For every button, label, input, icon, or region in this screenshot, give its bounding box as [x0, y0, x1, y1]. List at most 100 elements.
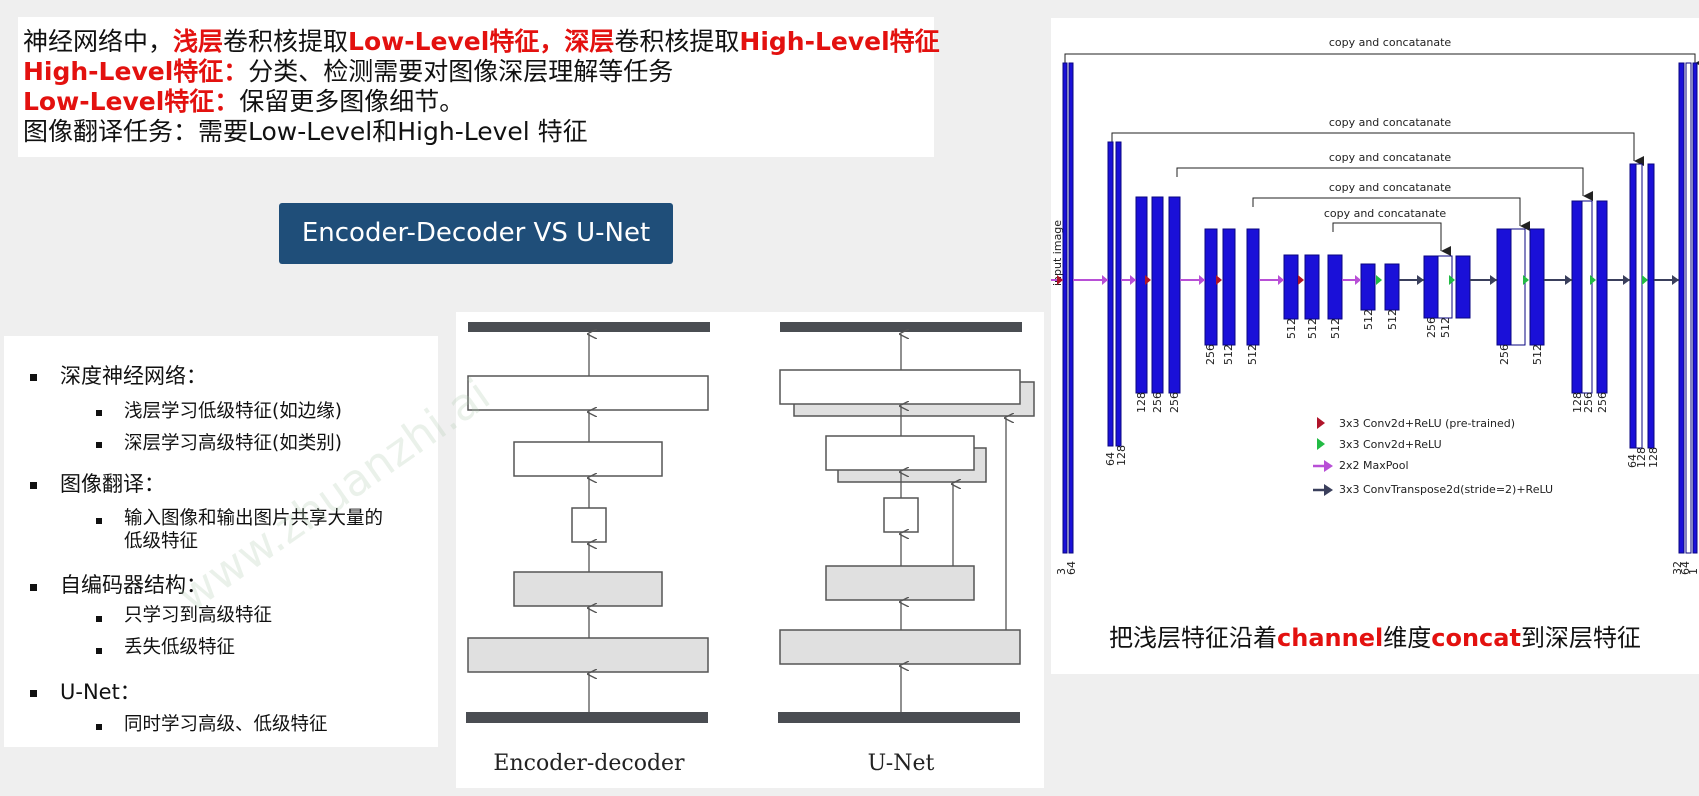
- intro-highlight: High-Level特征：: [23, 57, 249, 86]
- channel-label: 512: [1362, 309, 1375, 330]
- input-image-label: input image: [1051, 220, 1064, 286]
- intro-highlight: High-Level特征: [739, 27, 940, 56]
- input-bar: [778, 712, 1020, 723]
- intro-text: 保留更多图像细节。: [239, 87, 465, 116]
- sub-bullet-item: 深层学习高级特征(如类别): [124, 433, 342, 454]
- intro-highlight: Low-Level特征：: [23, 87, 240, 116]
- channel-label: 128: [1115, 445, 1128, 466]
- legend-label: 3x3 Conv2d+ReLU: [1339, 438, 1442, 451]
- decoder-block: [779, 369, 1021, 405]
- output-bar: [468, 322, 710, 332]
- sub-bullet-item: 低级特征: [124, 531, 199, 552]
- unet-architecture-figure: copy and concatanate copy and concatanat…: [1051, 18, 1699, 674]
- copy-concat-label: copy and concatanate: [1329, 151, 1452, 164]
- channel-label: 64: [1679, 561, 1692, 575]
- channel-label: 256: [1498, 344, 1511, 365]
- unet-label: U-Net: [868, 751, 935, 776]
- sub-bullet-item: 输入图像和输出图片共享大量的: [124, 508, 384, 529]
- copy-concat-label: copy and concatanate: [1329, 116, 1452, 129]
- encoder-block: [779, 629, 1021, 665]
- output-bar: [780, 322, 1022, 332]
- channel-label: 512: [1222, 344, 1235, 365]
- skip-connections: [1064, 53, 1699, 256]
- intro-text: 分类、检测需要对图像深层理解等任务: [248, 57, 674, 86]
- caption-highlight: channel: [1277, 624, 1384, 652]
- intro-highlight: 深层: [564, 27, 615, 56]
- intro-line-3: Low-Level特征：保留更多图像细节。: [23, 87, 464, 117]
- channel-label: 256: [1582, 392, 1595, 413]
- flow-arrowheads: [1057, 275, 1679, 285]
- bullet-item: 自编码器结构：: [60, 573, 207, 597]
- channel-label: 128: [1135, 392, 1148, 413]
- channel-labels: 3 64 64 128 128 256 256 256 512 512 512 …: [1055, 309, 1699, 575]
- bullet-marker: [96, 518, 102, 524]
- sub-bullet-item: 只学习到高级特征: [124, 605, 273, 626]
- legend-swatch-transpose: [1324, 484, 1333, 496]
- bottleneck-block: [883, 497, 919, 533]
- bottleneck-block: [571, 507, 607, 543]
- intro-text: 卷积核提取: [223, 27, 349, 56]
- channel-label: 32: [1671, 561, 1684, 575]
- channel-label: 256: [1151, 392, 1164, 413]
- channel-label: 64: [1065, 561, 1078, 575]
- unet-architecture-svg: copy and concatanate copy and concatanat…: [1051, 36, 1699, 575]
- legend-swatch-pretrained: [1317, 417, 1325, 429]
- channel-label: 512: [1285, 318, 1298, 339]
- legend-swatch-conv: [1317, 438, 1325, 450]
- channel-label: 3: [1055, 568, 1068, 575]
- intro-text-box: 神经网络中，浅层卷积核提取Low-Level特征，深层卷积核提取High-Lev…: [18, 17, 940, 157]
- decoder-block: [467, 375, 709, 411]
- bullet-marker: [96, 724, 102, 730]
- encoder-block: [825, 565, 975, 601]
- encoder-block: [467, 637, 709, 673]
- encoder-decoder-label: Encoder-decoder: [493, 751, 685, 776]
- channel-label: 64: [1104, 452, 1117, 466]
- bullet-marker: [96, 648, 102, 654]
- channel-label: 512: [1531, 344, 1544, 365]
- channel-label: 512: [1329, 318, 1342, 339]
- intro-text: 卷积核提取: [614, 27, 740, 56]
- caption-text: 把浅层特征沿着: [1109, 624, 1278, 652]
- channel-label: 256: [1168, 392, 1181, 413]
- intro-line-1: 神经网络中，浅层卷积核提取Low-Level特征，深层卷积核提取High-Lev…: [23, 27, 940, 57]
- channel-label: 64: [1626, 454, 1639, 468]
- encoder-feature-maps: [1062, 62, 1400, 554]
- channel-label: 256: [1425, 317, 1438, 338]
- bullet-marker: [96, 442, 102, 448]
- sub-bullet-item: 丢失低级特征: [124, 637, 236, 658]
- bullet-marker: [96, 410, 102, 416]
- decoder-block: [513, 441, 663, 477]
- bullet-marker: [96, 616, 102, 622]
- encoder-decoder-vs-unet-title[interactable]: Encoder-Decoder VS U-Net: [279, 203, 673, 264]
- copy-concat-label: copy and concatanate: [1324, 207, 1447, 220]
- intro-highlight: 浅层: [173, 27, 224, 56]
- bullet-item: 深度神经网络：: [60, 364, 207, 388]
- legend-label: 3x3 Conv2d+ReLU (pre-trained): [1339, 417, 1515, 430]
- caption-highlight: concat: [1431, 624, 1521, 652]
- intro-line-2: High-Level特征：分类、检测需要对图像深层理解等任务: [23, 57, 673, 87]
- encoder-decoder-diagram: Encoder-decoder: [466, 322, 710, 776]
- copy-concat-label: copy and concatanate: [1329, 36, 1452, 49]
- comparison-diagram: Encoder-decoder U-Net: [456, 312, 1044, 788]
- legend: 3x3 Conv2d+ReLU (pre-trained) 3x3 Conv2d…: [1313, 417, 1553, 496]
- decoder-feature-maps: [1423, 62, 1698, 554]
- legend-swatch-maxpool: [1324, 460, 1333, 472]
- legend-label: 3x3 ConvTranspose2d(stride=2)+ReLU: [1339, 483, 1553, 496]
- caption-text: 维度: [1383, 624, 1432, 652]
- channel-label: 1: [1687, 568, 1699, 575]
- bullet-item: 图像翻译：: [60, 472, 165, 496]
- intro-highlight: Low-Level特征: [348, 27, 540, 56]
- input-bar: [466, 712, 708, 723]
- intro-highlight: ，: [539, 27, 565, 56]
- channel-label: 128: [1571, 392, 1584, 413]
- caption-text: 到深层特征: [1520, 624, 1641, 652]
- bullet-marker: [30, 482, 37, 489]
- unet-diagram: U-Net: [778, 322, 1035, 776]
- channel-label: 128: [1647, 447, 1660, 468]
- channel-label: 512: [1439, 317, 1452, 338]
- channel-label: 512: [1306, 318, 1319, 339]
- sub-bullet-item: 同时学习高级、低级特征: [124, 714, 328, 735]
- bullet-marker: [30, 584, 37, 591]
- legend-label: 2x2 MaxPool: [1339, 459, 1409, 472]
- decoder-block: [825, 435, 975, 471]
